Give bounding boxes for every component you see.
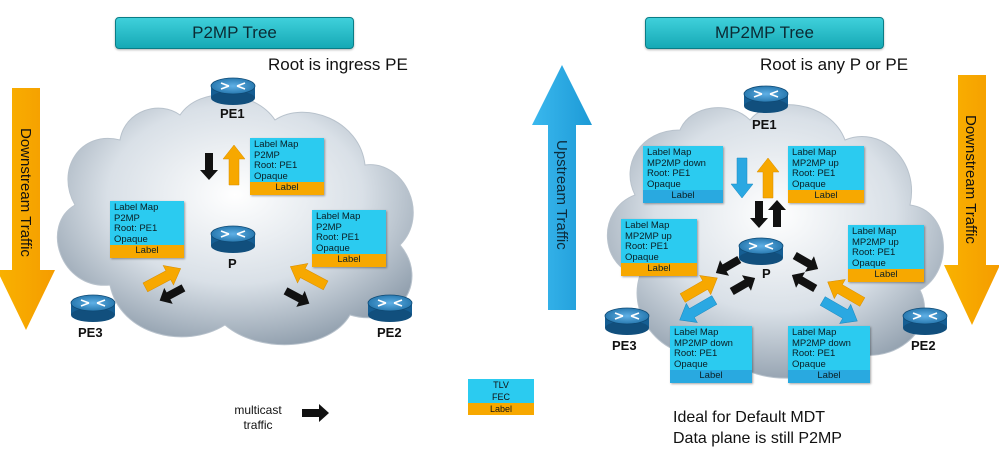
msg-line: Label Map	[792, 327, 837, 338]
msg-label: Label	[848, 269, 924, 282]
router-icon-p2mp-pe3	[70, 294, 116, 323]
mp2mp-pe1-label: PE1	[752, 117, 777, 132]
upstream-arrow	[532, 65, 592, 310]
msg-label: Label	[670, 370, 752, 383]
msg-line: MP2MP down	[792, 337, 851, 349]
router-icon-mp2mp-pe3	[604, 307, 650, 336]
msg-line: Opaque	[674, 358, 708, 370]
msg-line: Root: PE1	[114, 223, 158, 234]
mp2mp-subtitle: Root is any P or PE	[760, 55, 909, 74]
router-icon-mp2mp-p	[738, 237, 784, 266]
legend-message-box: TLV FEC Label	[468, 379, 534, 415]
msg-line: Label Map	[254, 139, 299, 150]
p2mp-pe1-label: PE1	[220, 106, 245, 121]
msg-line: Opaque	[852, 257, 886, 269]
msg-label: Label	[250, 182, 324, 195]
legend-tlv: TLV	[468, 379, 534, 391]
msg-line: Opaque	[792, 178, 826, 190]
p2mp-subtitle: Root is ingress PE	[268, 55, 408, 74]
upstream-label: Upstream Traffic	[553, 140, 570, 250]
mp2mp-footnote-1: Ideal for Default MDT	[673, 409, 826, 426]
p2mp-pe3-label: PE3	[78, 325, 103, 340]
legend-label: Label	[468, 403, 534, 415]
p2mp-p-label: P	[228, 256, 237, 271]
msg-line: Opaque	[114, 233, 148, 245]
msg-line: P2MP	[316, 221, 342, 233]
msg-line: Root: PE1	[792, 168, 836, 179]
msg-line: Opaque	[316, 242, 350, 254]
router-icon-mp2mp-pe1	[743, 85, 789, 114]
msg-line: Root: PE1	[674, 348, 718, 359]
mp2mp-footnote-2: Data plane is still P2MP	[673, 430, 842, 447]
msg-line: Root: PE1	[792, 348, 836, 359]
legend-multicast-label: multicast traffic	[234, 403, 282, 432]
msg-line: Label Map	[114, 202, 159, 213]
msg-line: MP2MP up	[625, 230, 672, 242]
p2mp-pe2-label: PE2	[377, 325, 402, 340]
msg-label: Label	[110, 245, 184, 258]
msg-line: Label Map	[852, 226, 897, 237]
msg-line: MP2MP up	[852, 236, 899, 248]
msg-line: MP2MP down	[647, 157, 706, 169]
msg-line: Opaque	[647, 178, 681, 190]
msg-line: Label Map	[647, 147, 692, 158]
downstream-arrow-left	[0, 88, 55, 330]
msg-line: MP2MP up	[792, 157, 839, 169]
msg-line: Opaque	[792, 358, 826, 370]
msg-line: Root: PE1	[852, 247, 896, 258]
msg-line: Root: PE1	[647, 168, 691, 179]
msg-label: Label	[312, 254, 386, 267]
msg-line: Root: PE1	[316, 232, 360, 243]
router-icon-p2mp-pe1	[210, 77, 256, 106]
p2mp-downstream-label: Downstream Traffic	[17, 128, 34, 257]
msg-label: Label	[643, 190, 723, 203]
msg-line: Label Map	[674, 327, 719, 338]
router-icon-p2mp-p	[210, 225, 256, 254]
mp2mp-pe2-label: PE2	[911, 338, 936, 353]
msg-line: Root: PE1	[625, 241, 669, 252]
msg-line: Opaque	[254, 170, 288, 182]
mp2mp-title: MP2MP Tree	[645, 17, 884, 49]
msg-label: Label	[788, 190, 864, 203]
msg-line: Root: PE1	[254, 160, 298, 171]
msg-line: P2MP	[114, 212, 140, 224]
msg-line: Label Map	[792, 147, 837, 158]
legend-multicast-arrow	[302, 404, 329, 422]
mp2mp-pe3-label: PE3	[612, 338, 637, 353]
msg-line: Label Map	[316, 211, 361, 222]
downstream-arrow-right	[944, 75, 999, 325]
router-icon-p2mp-pe2	[367, 294, 413, 323]
msg-line: Label Map	[625, 220, 670, 231]
msg-line: MP2MP down	[674, 337, 733, 349]
legend-fec: FEC	[468, 391, 534, 403]
p2mp-title: P2MP Tree	[115, 17, 354, 49]
msg-line: P2MP	[254, 149, 280, 161]
mp2mp-p-label: P	[762, 266, 771, 281]
msg-label: Label	[621, 263, 697, 276]
msg-label: Label	[788, 370, 870, 383]
msg-line: Opaque	[625, 251, 659, 263]
mp2mp-downstream-label: Downstream Traffic	[962, 115, 979, 244]
router-icon-mp2mp-pe2	[902, 307, 948, 336]
